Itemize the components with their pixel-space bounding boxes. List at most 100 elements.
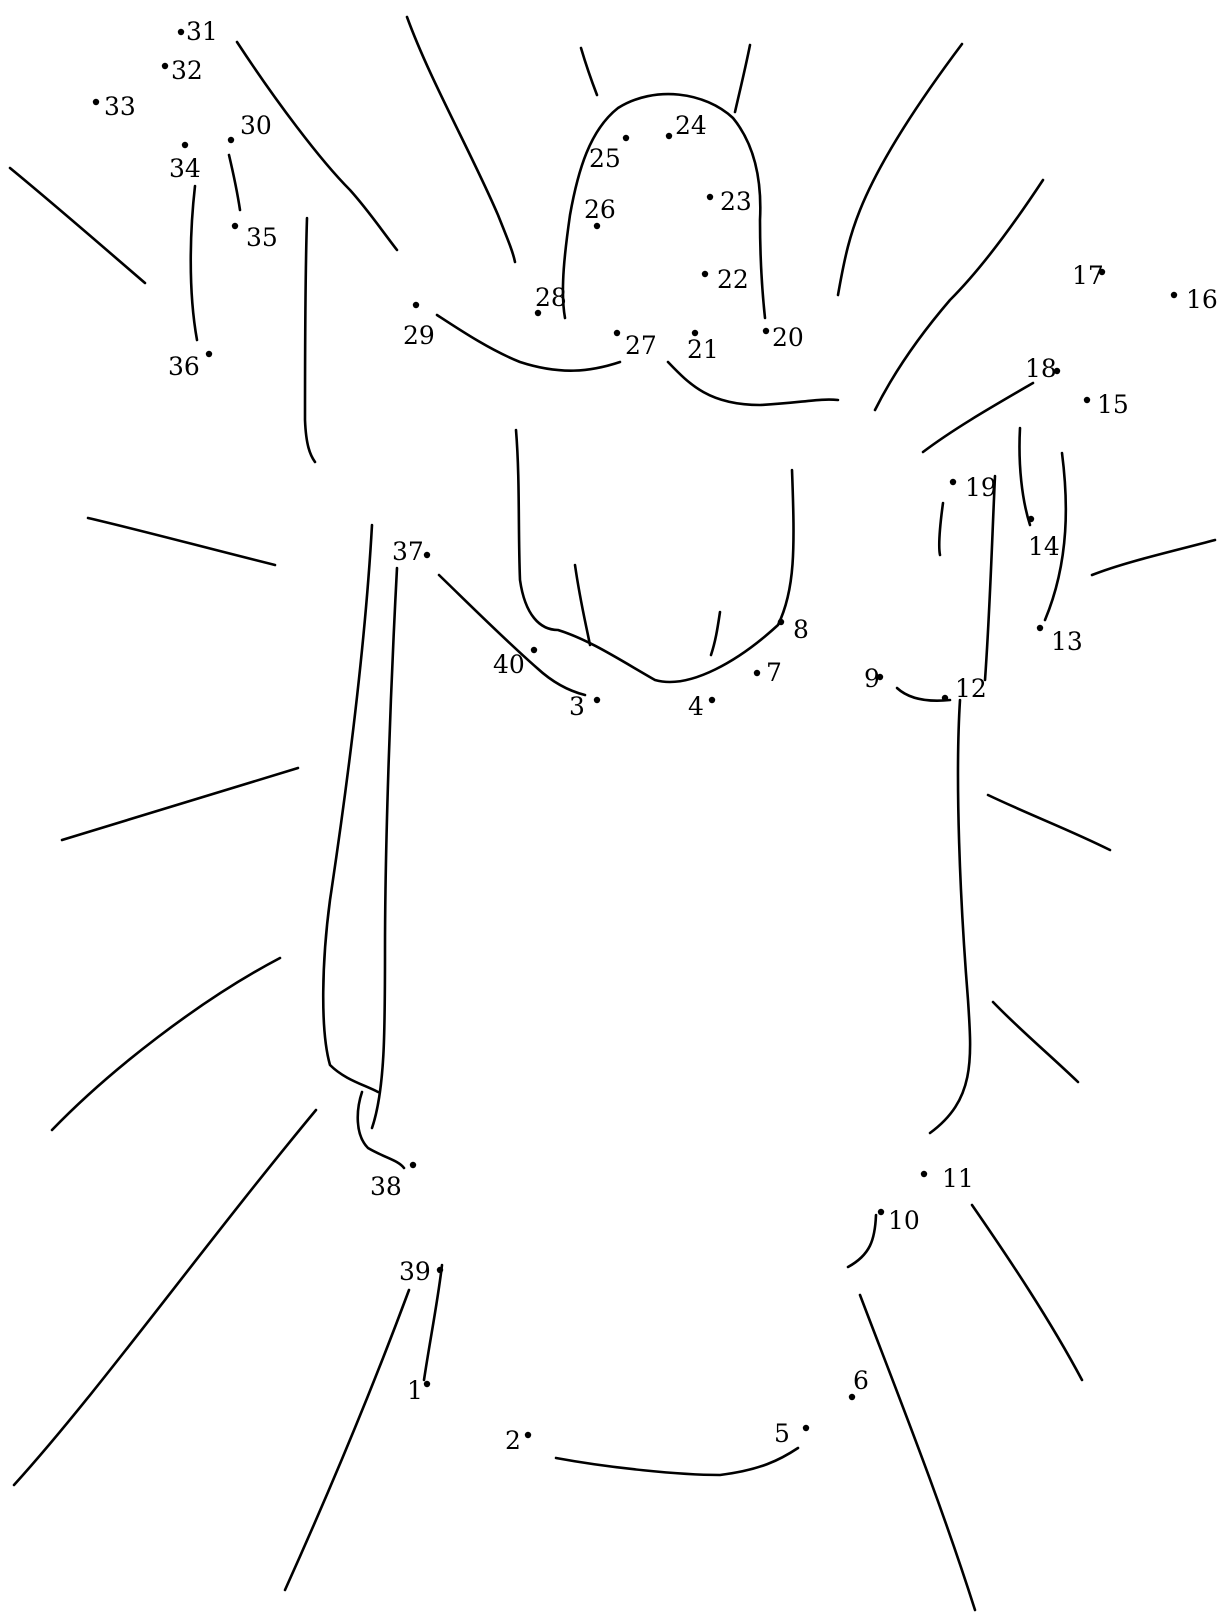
dot-number-label: 39 <box>399 1257 431 1286</box>
dot-marker <box>1083 396 1091 404</box>
dot-marker <box>1098 268 1106 276</box>
dot-30: 30 <box>227 111 272 144</box>
outline-strokes <box>8 15 1217 1612</box>
outline-stroke <box>970 1203 1084 1382</box>
dot-marker <box>701 270 709 278</box>
dot-marker <box>1053 367 1061 375</box>
outline-stroke <box>1043 451 1068 622</box>
dot-number-label: 29 <box>403 321 435 350</box>
outline-stroke <box>189 184 199 342</box>
dot-36: 36 <box>168 350 213 381</box>
dot-marker <box>1036 624 1044 632</box>
dot-marker <box>691 329 699 337</box>
dot-number-label: 33 <box>104 92 136 121</box>
dot-number-label: 6 <box>853 1366 869 1395</box>
dot-number-label: 2 <box>505 1426 521 1455</box>
outline-stroke <box>986 793 1112 852</box>
dot-number-label: 40 <box>493 650 525 679</box>
dot-26: 26 <box>584 195 616 230</box>
dot-number-label: 32 <box>171 56 203 85</box>
outline-stroke <box>846 1213 878 1269</box>
dot-number-label: 37 <box>392 537 424 566</box>
dot-marker <box>436 1266 444 1274</box>
dot-25: 25 <box>589 134 630 173</box>
dot-marker <box>753 669 761 677</box>
dot-3: 3 <box>569 692 601 721</box>
dot-marker <box>593 696 601 704</box>
dot-15: 15 <box>1083 390 1129 419</box>
dot-27: 27 <box>613 329 657 360</box>
dot-23: 23 <box>706 187 752 216</box>
dot-marker <box>409 1161 417 1169</box>
dot-number-label: 23 <box>720 187 752 216</box>
dot-number-label: 7 <box>766 658 782 687</box>
dot-marker <box>534 309 542 317</box>
dot-number-label: 15 <box>1097 390 1129 419</box>
dot-32: 32 <box>161 56 203 85</box>
outline-stroke <box>50 956 282 1132</box>
outline-stroke <box>321 523 380 1094</box>
dot-5: 5 <box>774 1419 810 1448</box>
dot-number-label: 21 <box>687 335 719 364</box>
dot-marker <box>1170 291 1178 299</box>
outline-stroke <box>937 501 945 557</box>
dot-number-label: 14 <box>1028 532 1060 561</box>
dot-39: 39 <box>399 1257 444 1286</box>
dot-number-label: 31 <box>186 17 218 46</box>
dot-marker <box>802 1424 810 1432</box>
dot-marker <box>1027 515 1035 523</box>
dot-marker <box>227 136 235 144</box>
outline-stroke <box>991 1000 1080 1084</box>
dot-number-label: 36 <box>168 352 200 381</box>
dot-18: 18 <box>1025 354 1061 383</box>
dot-number-label: 5 <box>774 1419 790 1448</box>
outline-stroke <box>983 474 997 682</box>
outline-stroke <box>873 178 1045 412</box>
dot-33: 33 <box>92 92 136 121</box>
outline-stroke <box>60 766 300 842</box>
dot-21: 21 <box>687 329 719 364</box>
dot-number-label: 4 <box>688 692 704 721</box>
dot-16: 16 <box>1170 285 1218 314</box>
outline-stroke <box>303 216 317 464</box>
dot-marker <box>423 551 431 559</box>
outline-stroke <box>227 153 242 212</box>
dot-marker <box>848 1393 856 1401</box>
dot-31: 31 <box>177 17 218 46</box>
dot-24: 24 <box>665 111 707 140</box>
dot-marker <box>622 134 630 142</box>
dot-number-label: 26 <box>584 195 616 224</box>
outline-stroke <box>554 1446 800 1477</box>
dot-marker <box>949 478 957 486</box>
dot-marker <box>613 329 621 337</box>
dot-number-label: 30 <box>240 111 272 140</box>
dot-13: 13 <box>1036 624 1083 656</box>
outline-stroke <box>858 1293 977 1612</box>
dot-number-label: 9 <box>864 664 880 693</box>
dot-marker <box>593 222 601 230</box>
dot-12: 12 <box>941 674 987 703</box>
dot-28: 28 <box>534 283 567 317</box>
dot-number-label: 19 <box>965 473 997 502</box>
outline-stroke <box>1018 426 1032 527</box>
dot-number-label: 13 <box>1051 627 1083 656</box>
dot-marker <box>762 327 770 335</box>
dot-22: 22 <box>701 265 749 294</box>
outline-stroke <box>356 1090 406 1170</box>
dot-number-label: 34 <box>169 154 201 183</box>
dot-number-label: 24 <box>675 111 707 140</box>
outline-stroke <box>86 516 277 567</box>
outline-stroke <box>733 43 752 114</box>
dot-marker <box>877 1208 885 1216</box>
dot-marker <box>161 62 169 70</box>
dot-marker <box>920 1170 928 1178</box>
dot-number-label: 38 <box>370 1172 402 1201</box>
dot-40: 40 <box>493 646 538 679</box>
dot-marker <box>876 673 884 681</box>
dot-marker <box>665 132 673 140</box>
dot-marker <box>177 28 185 36</box>
dot-37: 37 <box>392 537 431 566</box>
dot-number-label: 22 <box>717 265 749 294</box>
